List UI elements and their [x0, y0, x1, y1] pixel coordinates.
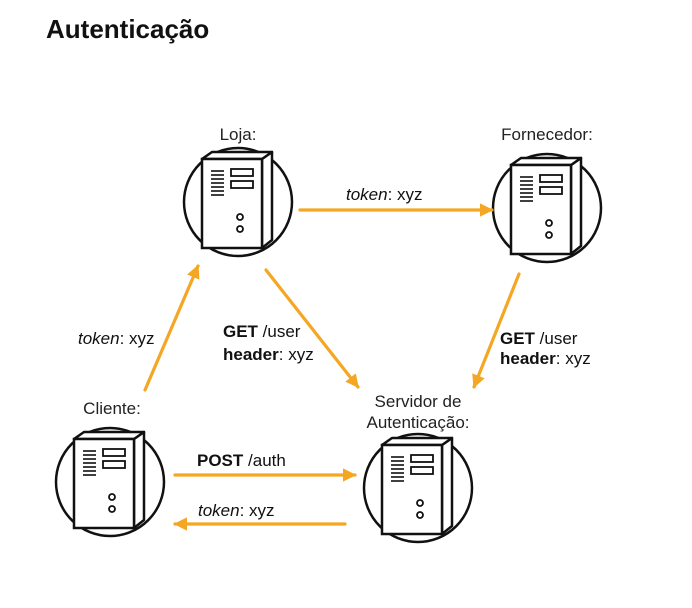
- server-cliente: Cliente:: [54, 399, 166, 538]
- server-icon: [182, 146, 294, 258]
- server-icon: [362, 432, 474, 544]
- server-icon: [54, 426, 166, 538]
- node-label-loja: Loja:: [220, 125, 257, 144]
- server-loja: Loja:: [182, 125, 294, 258]
- node-label-fornecedor: Fornecedor:: [501, 125, 593, 144]
- edge-label-cliente-to-servidor: POST /auth: [197, 451, 286, 470]
- server-fornecedor: Fornecedor:: [491, 125, 603, 264]
- arrow-fornecedor-to-servidor: [472, 272, 521, 389]
- arrow-loja-to-servidor: [264, 268, 360, 389]
- arrow-cliente-to-loja: [143, 264, 200, 392]
- page-title: Autenticação: [46, 14, 210, 44]
- node-label-servidor-line2: Autenticação:: [366, 413, 469, 432]
- node-label-servidor-line1: Servidor de: [375, 392, 462, 411]
- edge-label-loja-to-servidor-header: header: xyz: [223, 345, 314, 364]
- edge-label-fornecedor-to-servidor-header: header: xyz: [500, 349, 591, 368]
- edge-label-loja-to-servidor: GET /user: [223, 322, 301, 341]
- edge-label-servidor-to-cliente: token: xyz: [198, 501, 275, 520]
- server-icon: [491, 152, 603, 264]
- node-label-cliente: Cliente:: [83, 399, 141, 418]
- edge-label-fornecedor-to-servidor: GET /user: [500, 329, 578, 348]
- edge-label-cliente-to-loja: token: xyz: [78, 329, 155, 348]
- edge-label-loja-to-fornecedor: token: xyz: [346, 185, 423, 204]
- server-autenticacao: Servidor de Autenticação:: [362, 392, 474, 544]
